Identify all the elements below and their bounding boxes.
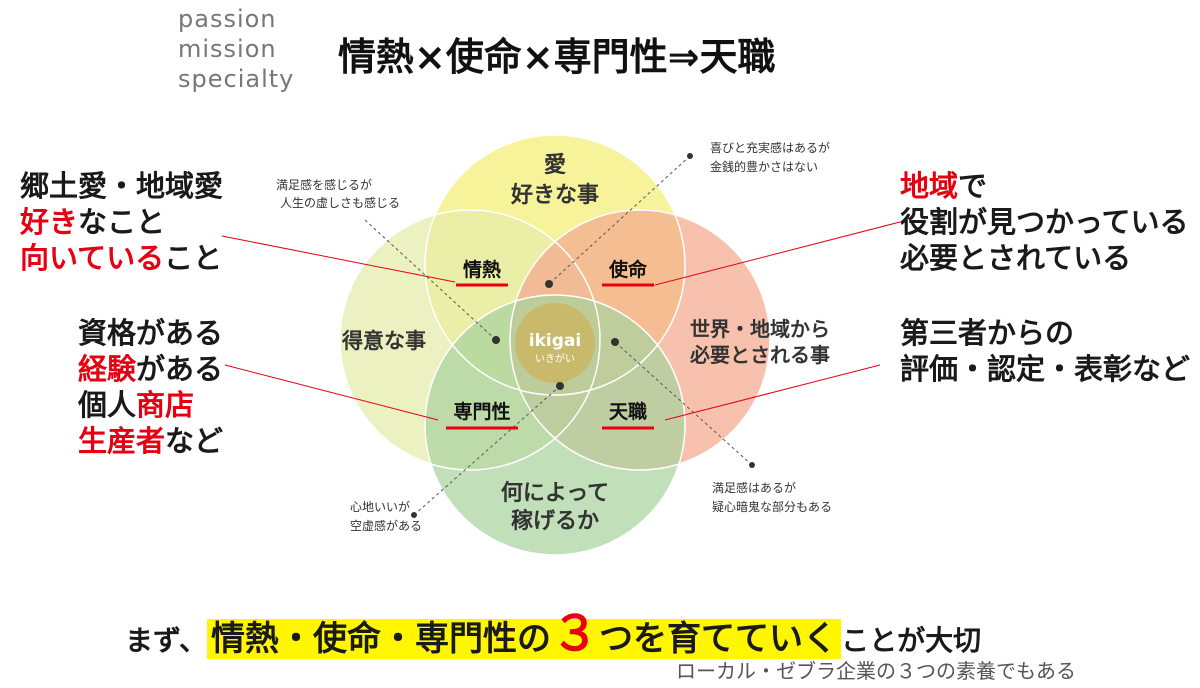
dot-bottom-right-outer bbox=[749, 462, 755, 468]
annot-top-right-1: 喜びと充実感はあるが bbox=[710, 140, 830, 155]
side-text-left-bottom: 資格がある 経験がある 個人商店 生産者など bbox=[78, 315, 223, 459]
annot-top-left-2: 人生の虚しさも感じる bbox=[280, 195, 400, 210]
left-bottom-line2: 経験がある bbox=[78, 352, 224, 386]
label-right-line2: 必要とされる事 bbox=[689, 343, 830, 367]
side-text-left-top: 郷土愛・地域愛 好きなこと 向いていること bbox=[20, 168, 223, 276]
left-top-line2: 好きなこと bbox=[20, 205, 166, 239]
right-top-line1: 地域で bbox=[900, 169, 988, 203]
dot-top-right-outer bbox=[687, 153, 693, 159]
keyword-mission: mission bbox=[178, 35, 277, 63]
bottom-highlight-after: つを育てていく bbox=[599, 619, 838, 659]
side-text-right-bottom: 第三者からの 評価・認定・表彰など bbox=[900, 315, 1190, 387]
annot-bottom-right-1: 満足感はあるが bbox=[712, 480, 796, 495]
connector-left-bottom bbox=[224, 364, 439, 421]
keyword-passion: passion bbox=[178, 5, 277, 33]
bottom-highlight-number: ３ bbox=[551, 606, 600, 662]
dotted-top-right bbox=[548, 155, 691, 285]
right-top-line3: 必要とされている bbox=[900, 241, 1132, 275]
annot-top-right-2: 金銭的豊かさはない bbox=[710, 159, 818, 174]
dotted-connectors bbox=[364, 155, 753, 516]
circle-bottom bbox=[425, 295, 685, 555]
bottom-message: まず、情熱・使命・専門性の３つを育てていくことが大切 bbox=[125, 594, 981, 662]
right-bottom-line1: 第三者からの bbox=[900, 316, 1075, 350]
dotted-bottom-left bbox=[413, 385, 561, 516]
label-top-line1: 愛 bbox=[544, 152, 566, 178]
keyword-specialty: specialty bbox=[178, 65, 295, 93]
connector-left-top bbox=[221, 235, 456, 283]
right-top-line2: 役割が見つかっている bbox=[900, 205, 1189, 239]
label-top-line2: 好きな事 bbox=[510, 182, 599, 208]
overlap-underlines bbox=[446, 283, 654, 430]
english-keywords: passion mission specialty bbox=[178, 4, 294, 94]
center-subtitle: いきがい bbox=[535, 352, 575, 365]
dot-bottom-right bbox=[611, 338, 619, 346]
dot-bottom-left bbox=[556, 382, 564, 390]
annot-bottom-left-2: 空虚感がある bbox=[350, 518, 422, 533]
bottom-highlight: 情熱・使命・専門性の３つを育てていく bbox=[207, 606, 842, 662]
dot-top-left bbox=[492, 336, 500, 344]
dot-bottom-left-outer bbox=[411, 512, 417, 518]
overlap-passion: 情熱 bbox=[463, 258, 501, 281]
footnote: ローカル・ゼブラ企業の３つの素養でもある bbox=[676, 659, 1076, 683]
overlap-mission: 使命 bbox=[608, 258, 648, 281]
left-bottom-line3: 個人商店 bbox=[78, 388, 195, 422]
label-left: 得意な事 bbox=[341, 329, 426, 353]
connector-right-bottom bbox=[664, 364, 881, 421]
label-right-line1: 世界・地域から bbox=[690, 317, 830, 341]
left-bottom-line4: 生産者など bbox=[78, 424, 224, 458]
venn-outlines bbox=[339, 134, 771, 556]
right-bottom-line2: 評価・認定・表彰など bbox=[900, 352, 1191, 386]
center-title: ikigai bbox=[529, 331, 581, 351]
connector-right-top bbox=[654, 221, 901, 286]
annot-top-left-1: 満足感を感じるが bbox=[276, 177, 372, 192]
venn-circles bbox=[340, 135, 770, 555]
dotted-bottom-right bbox=[614, 341, 753, 466]
bottom-prefix: まず、 bbox=[125, 624, 208, 657]
overlap-vocation: 天職 bbox=[609, 400, 647, 423]
left-top-line1: 郷土愛・地域愛 bbox=[20, 169, 224, 203]
ikigai-center bbox=[515, 303, 595, 383]
red-connectors bbox=[221, 221, 901, 421]
annot-bottom-right-2: 疑心暗鬼な部分もある bbox=[712, 499, 832, 514]
side-text-right-top: 地域で 役割が見つかっている 必要とされている bbox=[900, 168, 1189, 276]
annot-bottom-left-1: 心地いいが bbox=[350, 499, 410, 514]
label-bottom-line2: 稼げるか bbox=[511, 508, 599, 534]
dotted-endpoints bbox=[411, 153, 755, 518]
left-bottom-line1: 資格がある bbox=[78, 316, 224, 350]
dot-top-right bbox=[545, 280, 553, 288]
overlap-specialty: 専門性 bbox=[453, 400, 510, 423]
bottom-highlight-before: 情熱・使命・専門性の bbox=[211, 619, 552, 659]
left-top-line3: 向いていること bbox=[20, 241, 223, 275]
label-bottom-line1: 何によって bbox=[501, 480, 609, 506]
page-title: 情熱×使命×専門性⇒天職 bbox=[338, 35, 776, 79]
bottom-suffix: ことが大切 bbox=[841, 624, 982, 657]
